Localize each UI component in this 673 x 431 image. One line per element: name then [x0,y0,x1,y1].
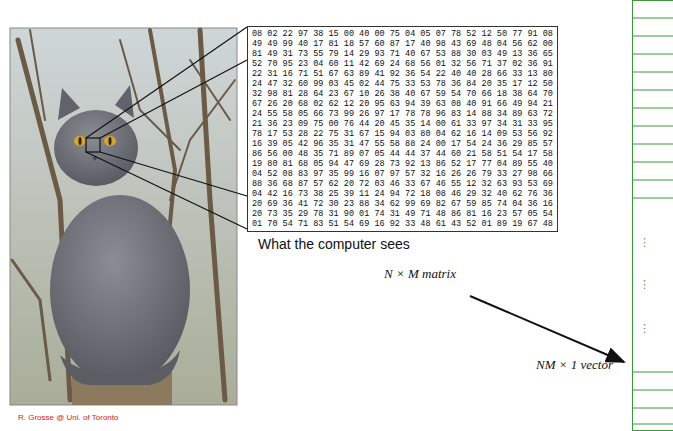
caption-text: What the computer sees [258,236,410,252]
number-matrix: 08 02 22 97 38 15 00 40 00 75 04 05 07 7… [247,26,558,232]
matrix-row: 04 52 08 83 97 35 99 16 07 97 57 32 16 2… [252,169,553,179]
matrix-row: 08 02 22 97 38 15 00 40 00 75 04 05 07 7… [252,29,553,39]
matrix-row: 81 49 31 73 55 79 14 29 93 71 40 67 53 8… [252,49,553,59]
matrix-row: 32 98 81 28 64 23 67 10 26 38 40 67 59 5… [252,89,553,99]
matrix-row: 16 39 05 42 96 35 31 47 55 58 88 24 00 1… [252,139,553,149]
matrix-row: 20 73 35 29 78 31 90 01 74 31 49 71 48 8… [252,209,553,219]
pointer-arrow [470,296,624,362]
ellipsis-dots: ⋮ [639,323,650,335]
matrix-row: 52 70 95 23 04 60 11 42 69 24 68 56 01 3… [252,59,553,69]
matrix-label: N × M matrix [384,266,456,282]
matrix-row: 22 31 16 71 51 67 63 89 41 92 36 54 22 4… [252,69,553,79]
matrix-row: 24 47 32 60 99 03 45 02 44 75 33 53 78 3… [252,79,553,89]
matrix-row: 88 36 68 87 57 62 20 72 03 46 33 67 46 5… [252,179,553,189]
matrix-row: 67 26 20 68 02 62 12 20 95 63 94 39 63 0… [252,99,553,109]
matrix-row: 21 36 23 09 75 00 76 44 20 45 35 14 00 6… [252,119,553,129]
credit-note: R. Grosse @ Uni. of Toronto [18,413,118,422]
ellipsis-dots: ⋮ [639,237,650,249]
vector-label: NM × 1 vector [536,357,613,373]
matrix-row: 20 69 36 41 72 30 23 88 34 62 99 69 82 6… [252,199,553,209]
matrix-row: 04 42 16 73 38 25 39 11 24 94 72 18 08 4… [252,189,553,199]
matrix-row: 01 70 54 71 83 51 54 69 16 92 33 48 61 4… [252,219,553,229]
matrix-row: 86 56 00 48 35 71 89 07 05 44 44 37 44 6… [252,149,553,159]
matrix-row: 19 80 81 68 05 94 47 69 28 73 92 13 86 5… [252,159,553,169]
matrix-row: 24 55 58 05 66 73 99 26 97 17 78 78 96 8… [252,109,553,119]
matrix-row: 49 49 99 40 17 81 18 57 60 87 17 40 98 4… [252,39,553,49]
vector-column: ⋮ ⋮ ⋮ [632,0,673,431]
ellipsis-dots: ⋮ [639,279,650,291]
matrix-row: 78 17 53 28 22 75 31 67 15 94 03 80 04 6… [252,129,553,139]
